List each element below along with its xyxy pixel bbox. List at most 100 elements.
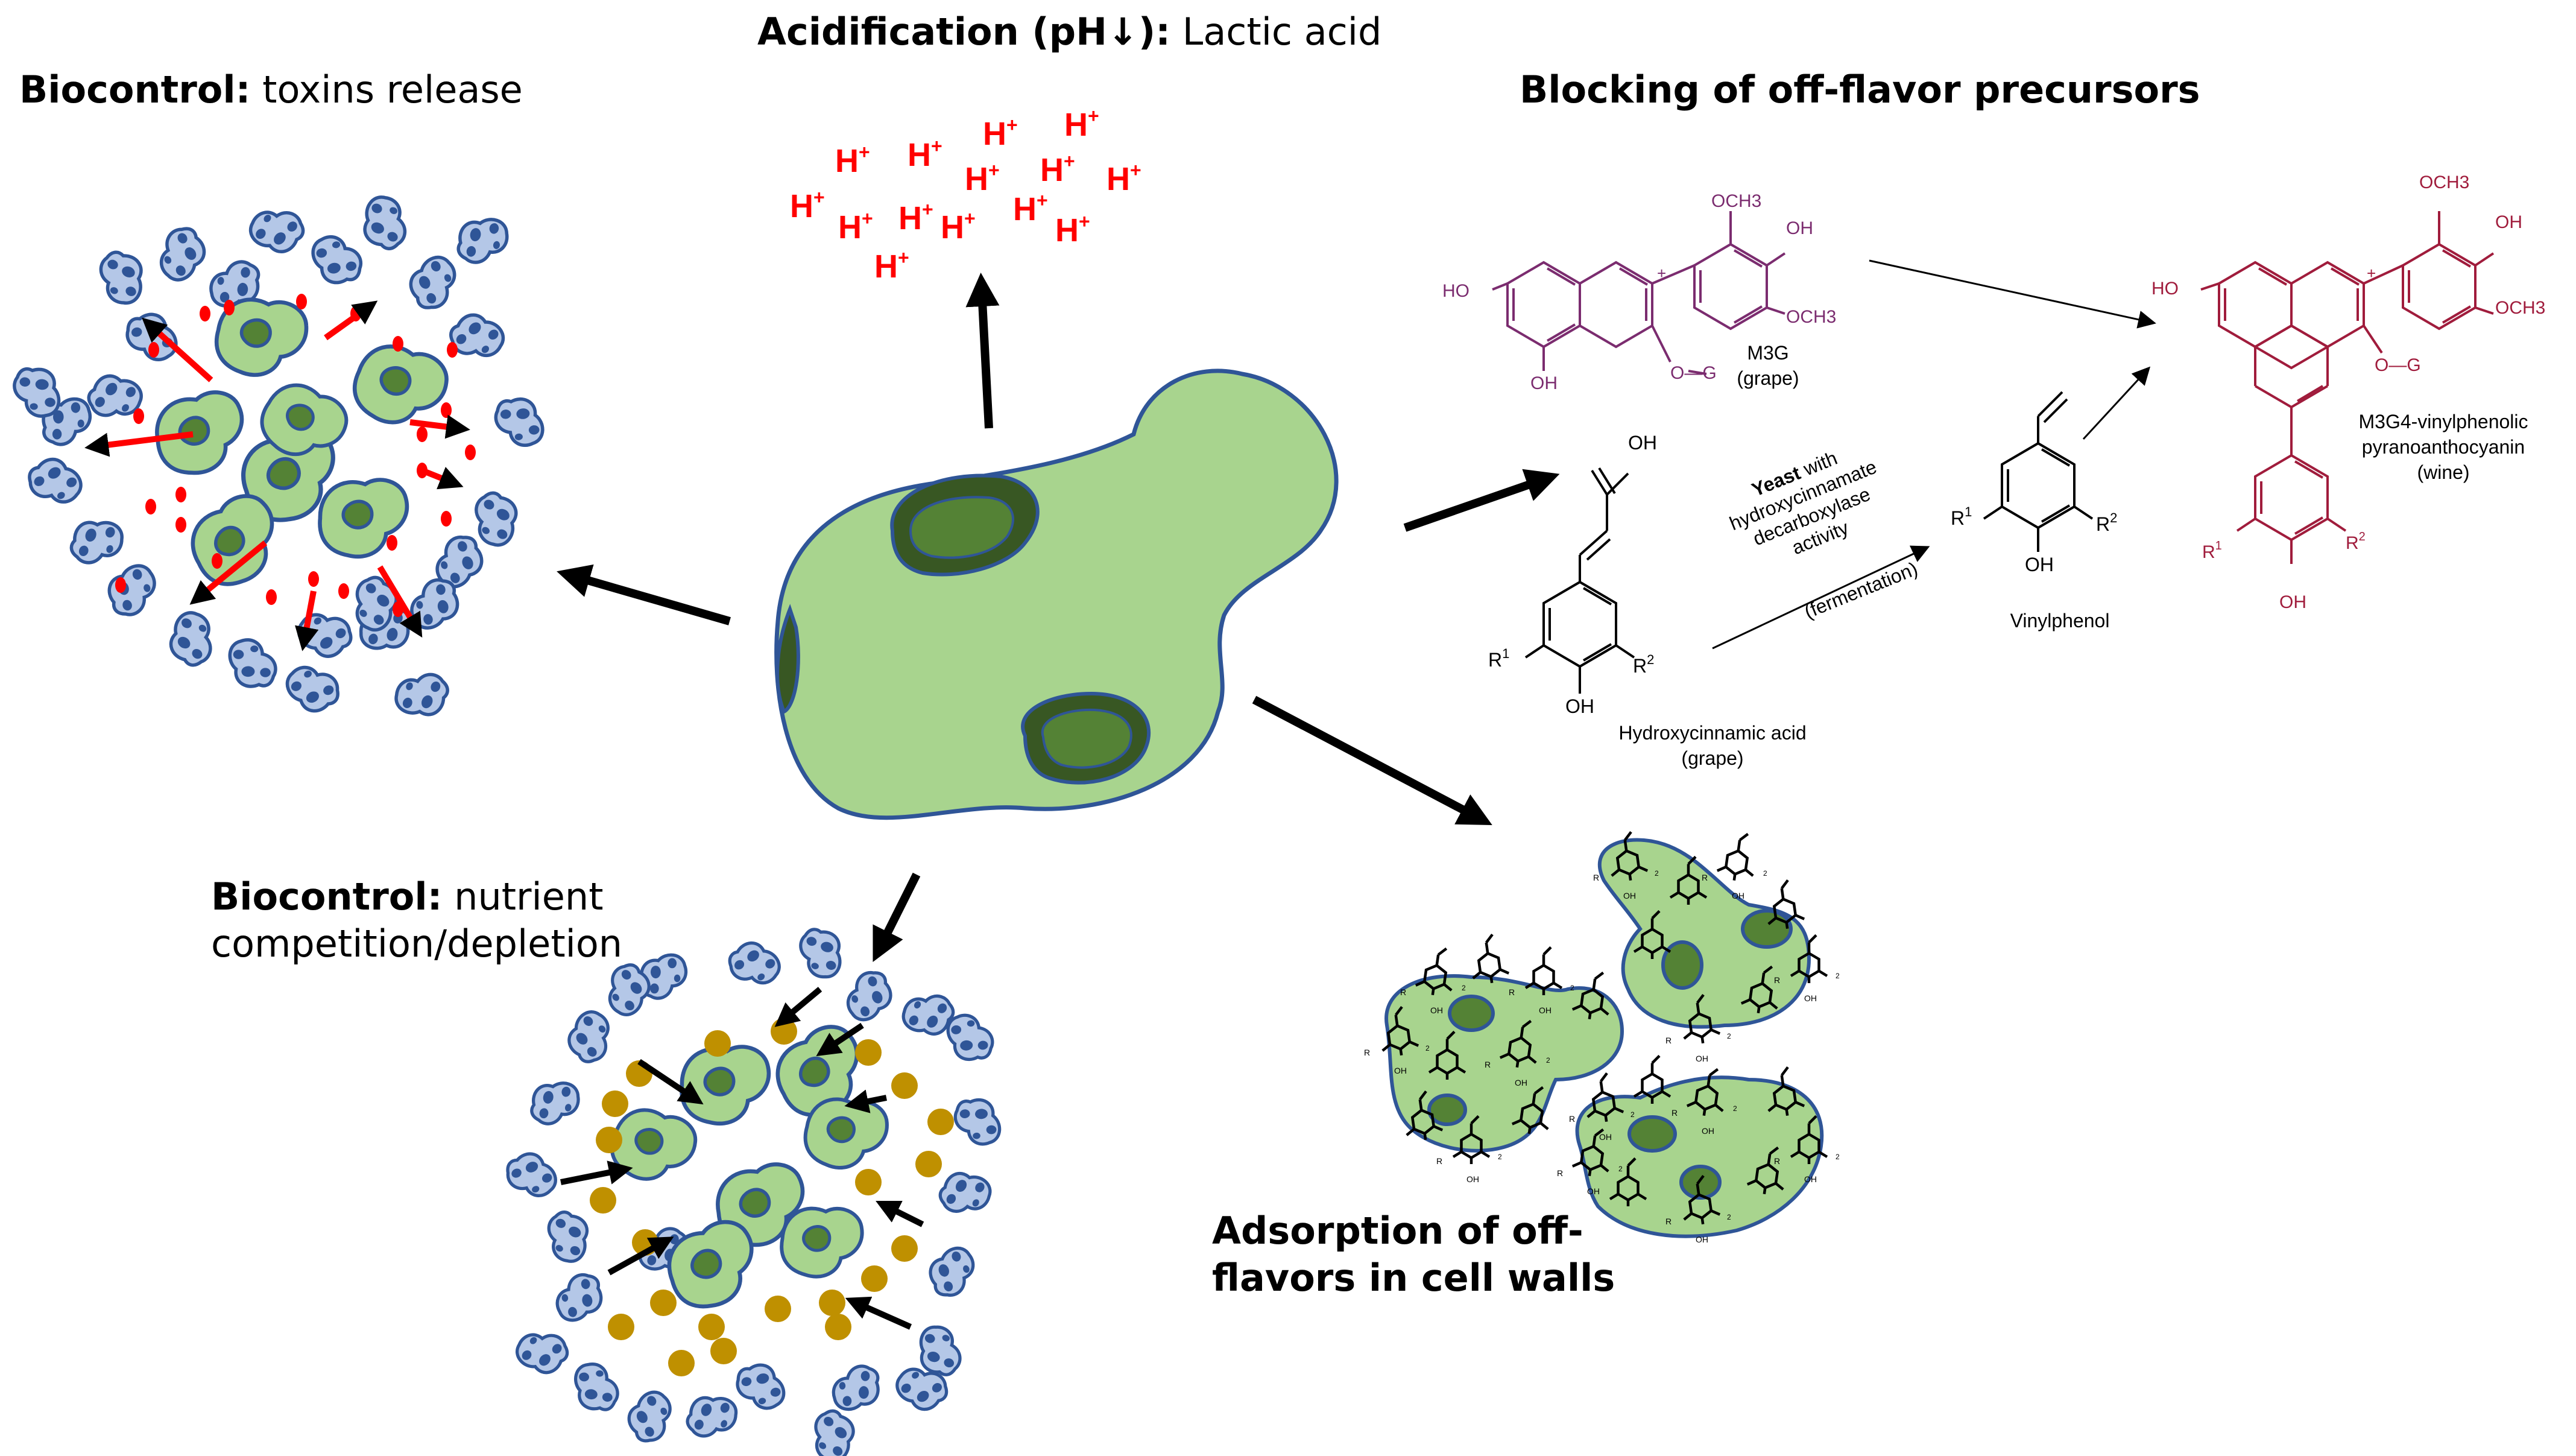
mini-sup-label: 2 (1546, 1056, 1550, 1065)
toxin-dot (148, 342, 159, 358)
acid-heading-bold: Acidification (pH↓): (757, 10, 1171, 54)
proton-symbol: H (835, 143, 859, 179)
acid-heading-rest: Lactic acid (1170, 10, 1382, 54)
pathogen-cell (621, 1387, 681, 1447)
vp-r2-text: R (2096, 513, 2110, 535)
vinylphenol-to-pyrano-arrow (2082, 366, 2151, 440)
proton-symbol: H (874, 248, 898, 285)
vacuole-top-inner (909, 496, 1014, 559)
proton-label: H+ (965, 159, 1000, 197)
toxin-dot (441, 511, 452, 527)
proton-charge: + (1006, 114, 1018, 136)
nutrient-particle (771, 1018, 797, 1045)
pathogen-cell (734, 1360, 788, 1414)
nutrient-competition-cluster (502, 926, 1001, 1456)
pathogen-cell (924, 1244, 981, 1300)
proton-symbol: H (790, 188, 813, 224)
toxin-dot (115, 577, 126, 593)
uptake-arrow (844, 1089, 887, 1113)
adsorbed-phenolic-molecule (1716, 831, 1758, 883)
hca-r2: R2 (1633, 652, 1654, 677)
proton-label: H+ (1013, 189, 1048, 227)
uptake-arrow (607, 1236, 674, 1276)
proton-label: H+ (835, 141, 870, 179)
mini-oh-label: OH (1696, 1235, 1708, 1244)
m3g-ho-left: HO (1442, 281, 1470, 301)
pyrano-ho-left: HO (2151, 279, 2179, 299)
proton-charge: + (922, 198, 933, 220)
proton-symbol: H (965, 161, 988, 197)
m3g-og: O—G (1670, 363, 1717, 383)
pyrano-oh-right: OH (2495, 212, 2522, 232)
hca-r1: R1 (1488, 646, 1509, 671)
mini-sup-label: 2 (1631, 1110, 1635, 1119)
mini-sup-label: 2 (1727, 1032, 1731, 1040)
mini-r-label: R (1509, 987, 1515, 997)
nutrient-particle (650, 1290, 677, 1316)
proton-symbol: H (1106, 161, 1130, 197)
mini-sup-label: 2 (1727, 1213, 1731, 1221)
uptake-arrow (774, 987, 822, 1027)
pyrano-labels: OCH3 OH OCH3 HO O—G + R1 R2 OH (2151, 173, 2545, 612)
nutrient-heading-line2: competition/depletion (211, 921, 623, 966)
toxins-release-cluster (13, 192, 545, 724)
toxin-arrow (377, 565, 423, 638)
mini-sup-label: 2 (1498, 1153, 1502, 1161)
mini-oh-label: OH (1702, 1126, 1714, 1136)
pyrano-og: O—G (2375, 355, 2421, 375)
mini-oh-label: OH (1515, 1078, 1527, 1087)
pyrano-oh: OH (2279, 592, 2306, 612)
hca-to-vinylphenol-arrow (1712, 545, 1930, 650)
pathogen-cell (935, 1163, 996, 1224)
pyrano-name-line2: pyranoanthocyanin (2362, 436, 2525, 458)
toxin-arrow (409, 414, 470, 439)
m3g-oh-right: OH (1786, 218, 1813, 238)
proton-charge: + (898, 247, 909, 268)
fermentation-label: (fermentation) (1801, 557, 1921, 622)
mini-r-label: R (1672, 1108, 1678, 1118)
pyrano-name-line1: M3G4-vinylphenolic (2358, 411, 2528, 432)
mini-sup-label: 2 (1618, 1165, 1623, 1173)
toxin-dot (133, 408, 144, 424)
mini-sup-label: 2 (1733, 1104, 1737, 1113)
mini-oh-label: OH (1394, 1066, 1407, 1075)
pathogen-cell (794, 926, 847, 981)
adsorption-vacuole (1661, 940, 1703, 990)
mini-sup-label: 2 (1570, 984, 1574, 992)
pathogen-cell (244, 197, 309, 262)
pyrano-plus: + (2367, 264, 2376, 282)
mini-r-label: R (1774, 975, 1780, 985)
hca-source: (grape) (1681, 747, 1743, 769)
uptake-arrow (816, 1022, 864, 1057)
mini-r-label: R (1593, 873, 1599, 882)
m3g-name: M3G (grape) (1737, 342, 1799, 389)
proton-charge: + (1037, 189, 1048, 211)
vp-oh: OH (2025, 554, 2054, 575)
pathogen-cell (511, 1320, 573, 1382)
pyrano-och3-right: OCH3 (2495, 298, 2545, 318)
pathogen-cell (149, 223, 212, 286)
arrow-to-adsorption (1252, 695, 1492, 826)
proton-label: H+ (1106, 159, 1141, 197)
proton-label: H+ (790, 186, 825, 224)
toxin-dot (387, 535, 397, 551)
mini-oh-label: OH (1466, 1174, 1479, 1184)
adsorption-heading-line2: flavors in cell walls (1212, 1255, 1615, 1300)
pathogen-cell (123, 309, 180, 367)
nutrient-heading-bold: Biocontrol: (211, 875, 443, 919)
proton-charge: + (988, 159, 1000, 181)
toxin-dot (393, 336, 403, 352)
nutrient-particle (861, 1265, 888, 1292)
pathogen-cell (391, 663, 452, 724)
pathogen-cell (92, 248, 151, 308)
pathogen-cell (456, 214, 510, 267)
mini-oh-label: OH (1623, 891, 1636, 901)
pathogen-cell (282, 656, 344, 719)
toxin-arrow (189, 540, 268, 605)
pathogen-cell (104, 562, 162, 619)
mini-sup-label: 2 (1763, 869, 1767, 878)
hca-r2-text: R (1633, 655, 1647, 677)
toxin-dot (212, 553, 223, 569)
